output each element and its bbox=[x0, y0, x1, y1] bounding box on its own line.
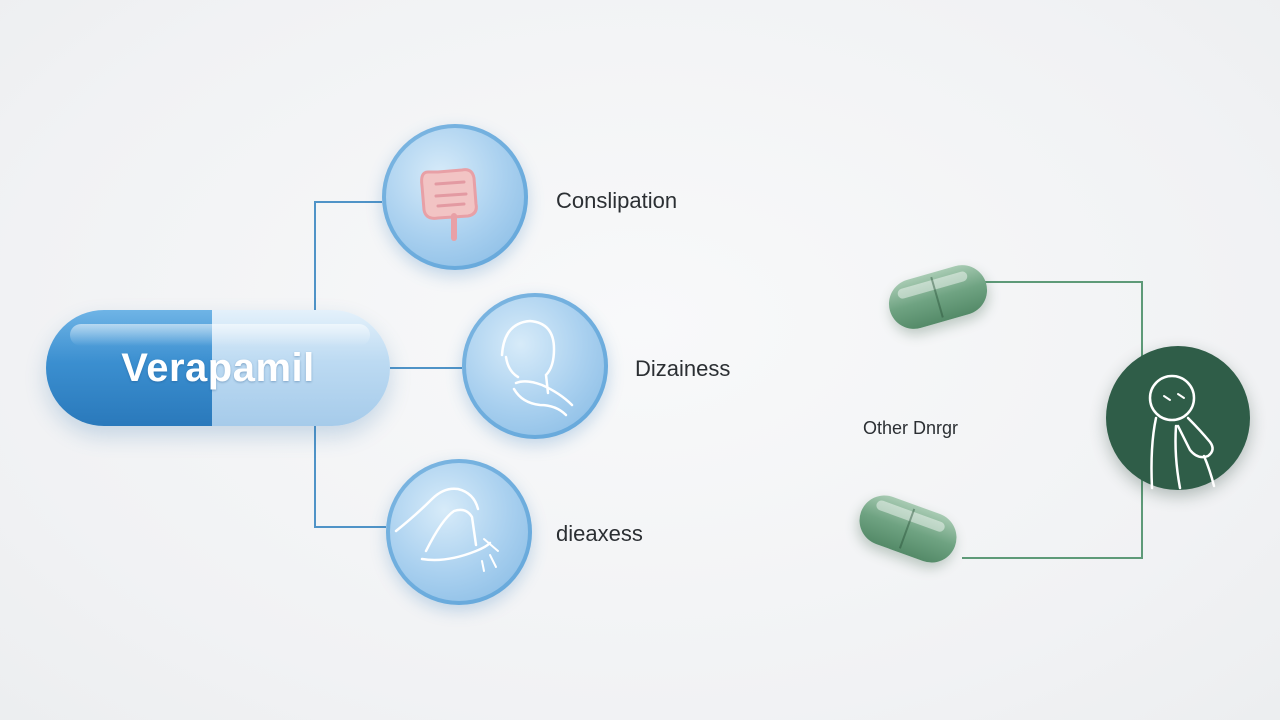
dizzy-person-icon bbox=[500, 319, 574, 417]
other-drugs-label: Other Dnrgr bbox=[863, 418, 959, 438]
side-effect-circle-3 bbox=[386, 459, 532, 605]
connector-constipation bbox=[314, 201, 382, 312]
nauseous-person-icon bbox=[1148, 374, 1216, 490]
side-effect-circle-2 bbox=[462, 293, 608, 439]
verapamil-capsule: Verapamil bbox=[46, 310, 390, 426]
side-effect-label-3: dieaxess bbox=[556, 521, 643, 546]
interaction-circle bbox=[1106, 346, 1250, 490]
connector-third-effect bbox=[314, 424, 386, 528]
drug-name-label: Verapamil bbox=[121, 346, 315, 390]
side-effect-label-1: Conslipation bbox=[556, 188, 678, 213]
hand-pain-icon bbox=[394, 487, 499, 572]
side-effect-circle-1 bbox=[382, 124, 528, 270]
intestine-icon bbox=[420, 168, 478, 241]
side-effect-label-2: Dizainess bbox=[635, 356, 731, 381]
capsule-shine bbox=[70, 324, 370, 346]
